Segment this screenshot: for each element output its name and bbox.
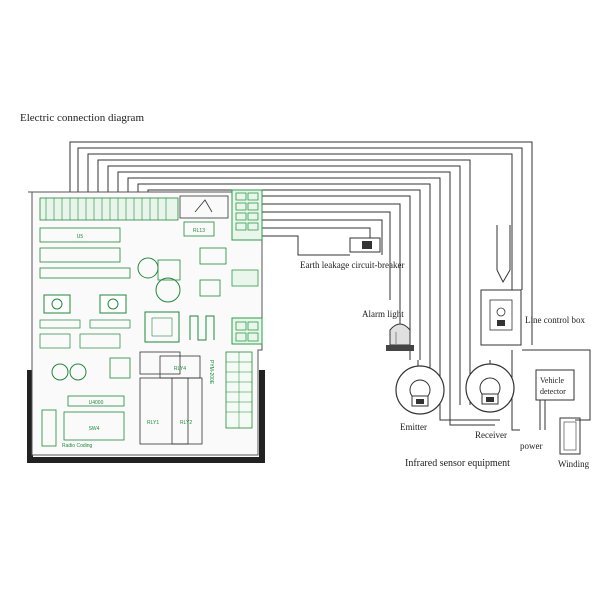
capacitor-1 bbox=[51, 363, 69, 381]
emitter-label: Emitter bbox=[400, 422, 427, 432]
alarm-light-label: Alarm light bbox=[362, 309, 404, 319]
relay-rly4 bbox=[159, 355, 201, 379]
sw4-label: SW4 bbox=[89, 426, 100, 432]
rl13-relay bbox=[183, 221, 215, 237]
wire-4 bbox=[97, 159, 471, 405]
winding-loop bbox=[559, 417, 581, 455]
wire-1 bbox=[69, 141, 533, 345]
board-frame bbox=[27, 370, 265, 463]
top-terminal-header bbox=[39, 197, 179, 221]
pushbutton-2 bbox=[99, 294, 127, 314]
wire-vd-1 bbox=[522, 349, 591, 421]
wire-rx-bus bbox=[439, 405, 500, 426]
winding-label: Winding bbox=[558, 459, 590, 469]
wire-12 bbox=[262, 211, 391, 300]
diagram-title: Electric connection diagram bbox=[20, 112, 144, 124]
detector-label: detector bbox=[540, 387, 566, 396]
power-label: power bbox=[520, 441, 543, 451]
heatsink bbox=[189, 315, 215, 341]
wire-10 bbox=[262, 195, 411, 360]
pushbutton-1 bbox=[43, 294, 71, 314]
u5-label: U5 bbox=[77, 234, 84, 240]
vehicle-detector bbox=[535, 369, 575, 401]
wire-14 bbox=[262, 227, 371, 240]
wire-6 bbox=[117, 171, 451, 405]
line-control-box bbox=[480, 289, 522, 346]
transformer-t2 bbox=[144, 311, 180, 343]
receiver-device bbox=[465, 363, 515, 413]
wire-15 bbox=[262, 235, 350, 256]
rly4-label: RLY4 bbox=[174, 366, 186, 372]
receiver-label: Receiver bbox=[475, 430, 507, 440]
wire-7 bbox=[127, 177, 441, 405]
power-terminal-block bbox=[231, 189, 263, 241]
wire-13 bbox=[262, 219, 383, 255]
rly1-label: RLY1 bbox=[147, 420, 159, 426]
coil-2 bbox=[155, 277, 181, 303]
rly2-label: RLY2 bbox=[180, 420, 192, 426]
wire-2 bbox=[77, 147, 523, 290]
infrared-label: Infrared sensor equipment bbox=[405, 458, 510, 469]
earth-leakage-label: Earth leakage circuit-breaker bbox=[300, 260, 404, 270]
ic-strip-3 bbox=[39, 267, 131, 279]
wire-lcb bbox=[496, 225, 511, 284]
wire-3 bbox=[87, 153, 513, 300]
vehicle-label: Vehicle bbox=[540, 376, 564, 385]
u4000-chip bbox=[67, 395, 125, 407]
board-model-label: PYM-200E bbox=[208, 360, 214, 385]
fuse-holder bbox=[179, 195, 229, 219]
wire-vd-2 bbox=[511, 350, 520, 431]
u4000-label: U4000 bbox=[89, 400, 104, 406]
wire-11 bbox=[262, 203, 401, 330]
ic-strip-2 bbox=[39, 247, 121, 263]
emitter-device bbox=[395, 365, 445, 415]
control-board: U5 U4000 SW4 Radio Coding RL13 bbox=[27, 189, 265, 463]
alarm-light bbox=[386, 323, 414, 351]
wire-vd-3 bbox=[539, 400, 546, 430]
sw4-switch bbox=[63, 411, 125, 441]
line-control-box-label: Line control box bbox=[525, 315, 585, 325]
rl13-label: RL13 bbox=[193, 228, 205, 234]
wire-5 bbox=[107, 165, 461, 405]
capacitor-2 bbox=[69, 363, 87, 381]
ic-strip-1 bbox=[39, 227, 121, 243]
radio-coding-label: Radio Coding bbox=[62, 443, 93, 449]
wire-8 bbox=[137, 183, 431, 405]
earth-leakage-breaker bbox=[349, 237, 381, 253]
